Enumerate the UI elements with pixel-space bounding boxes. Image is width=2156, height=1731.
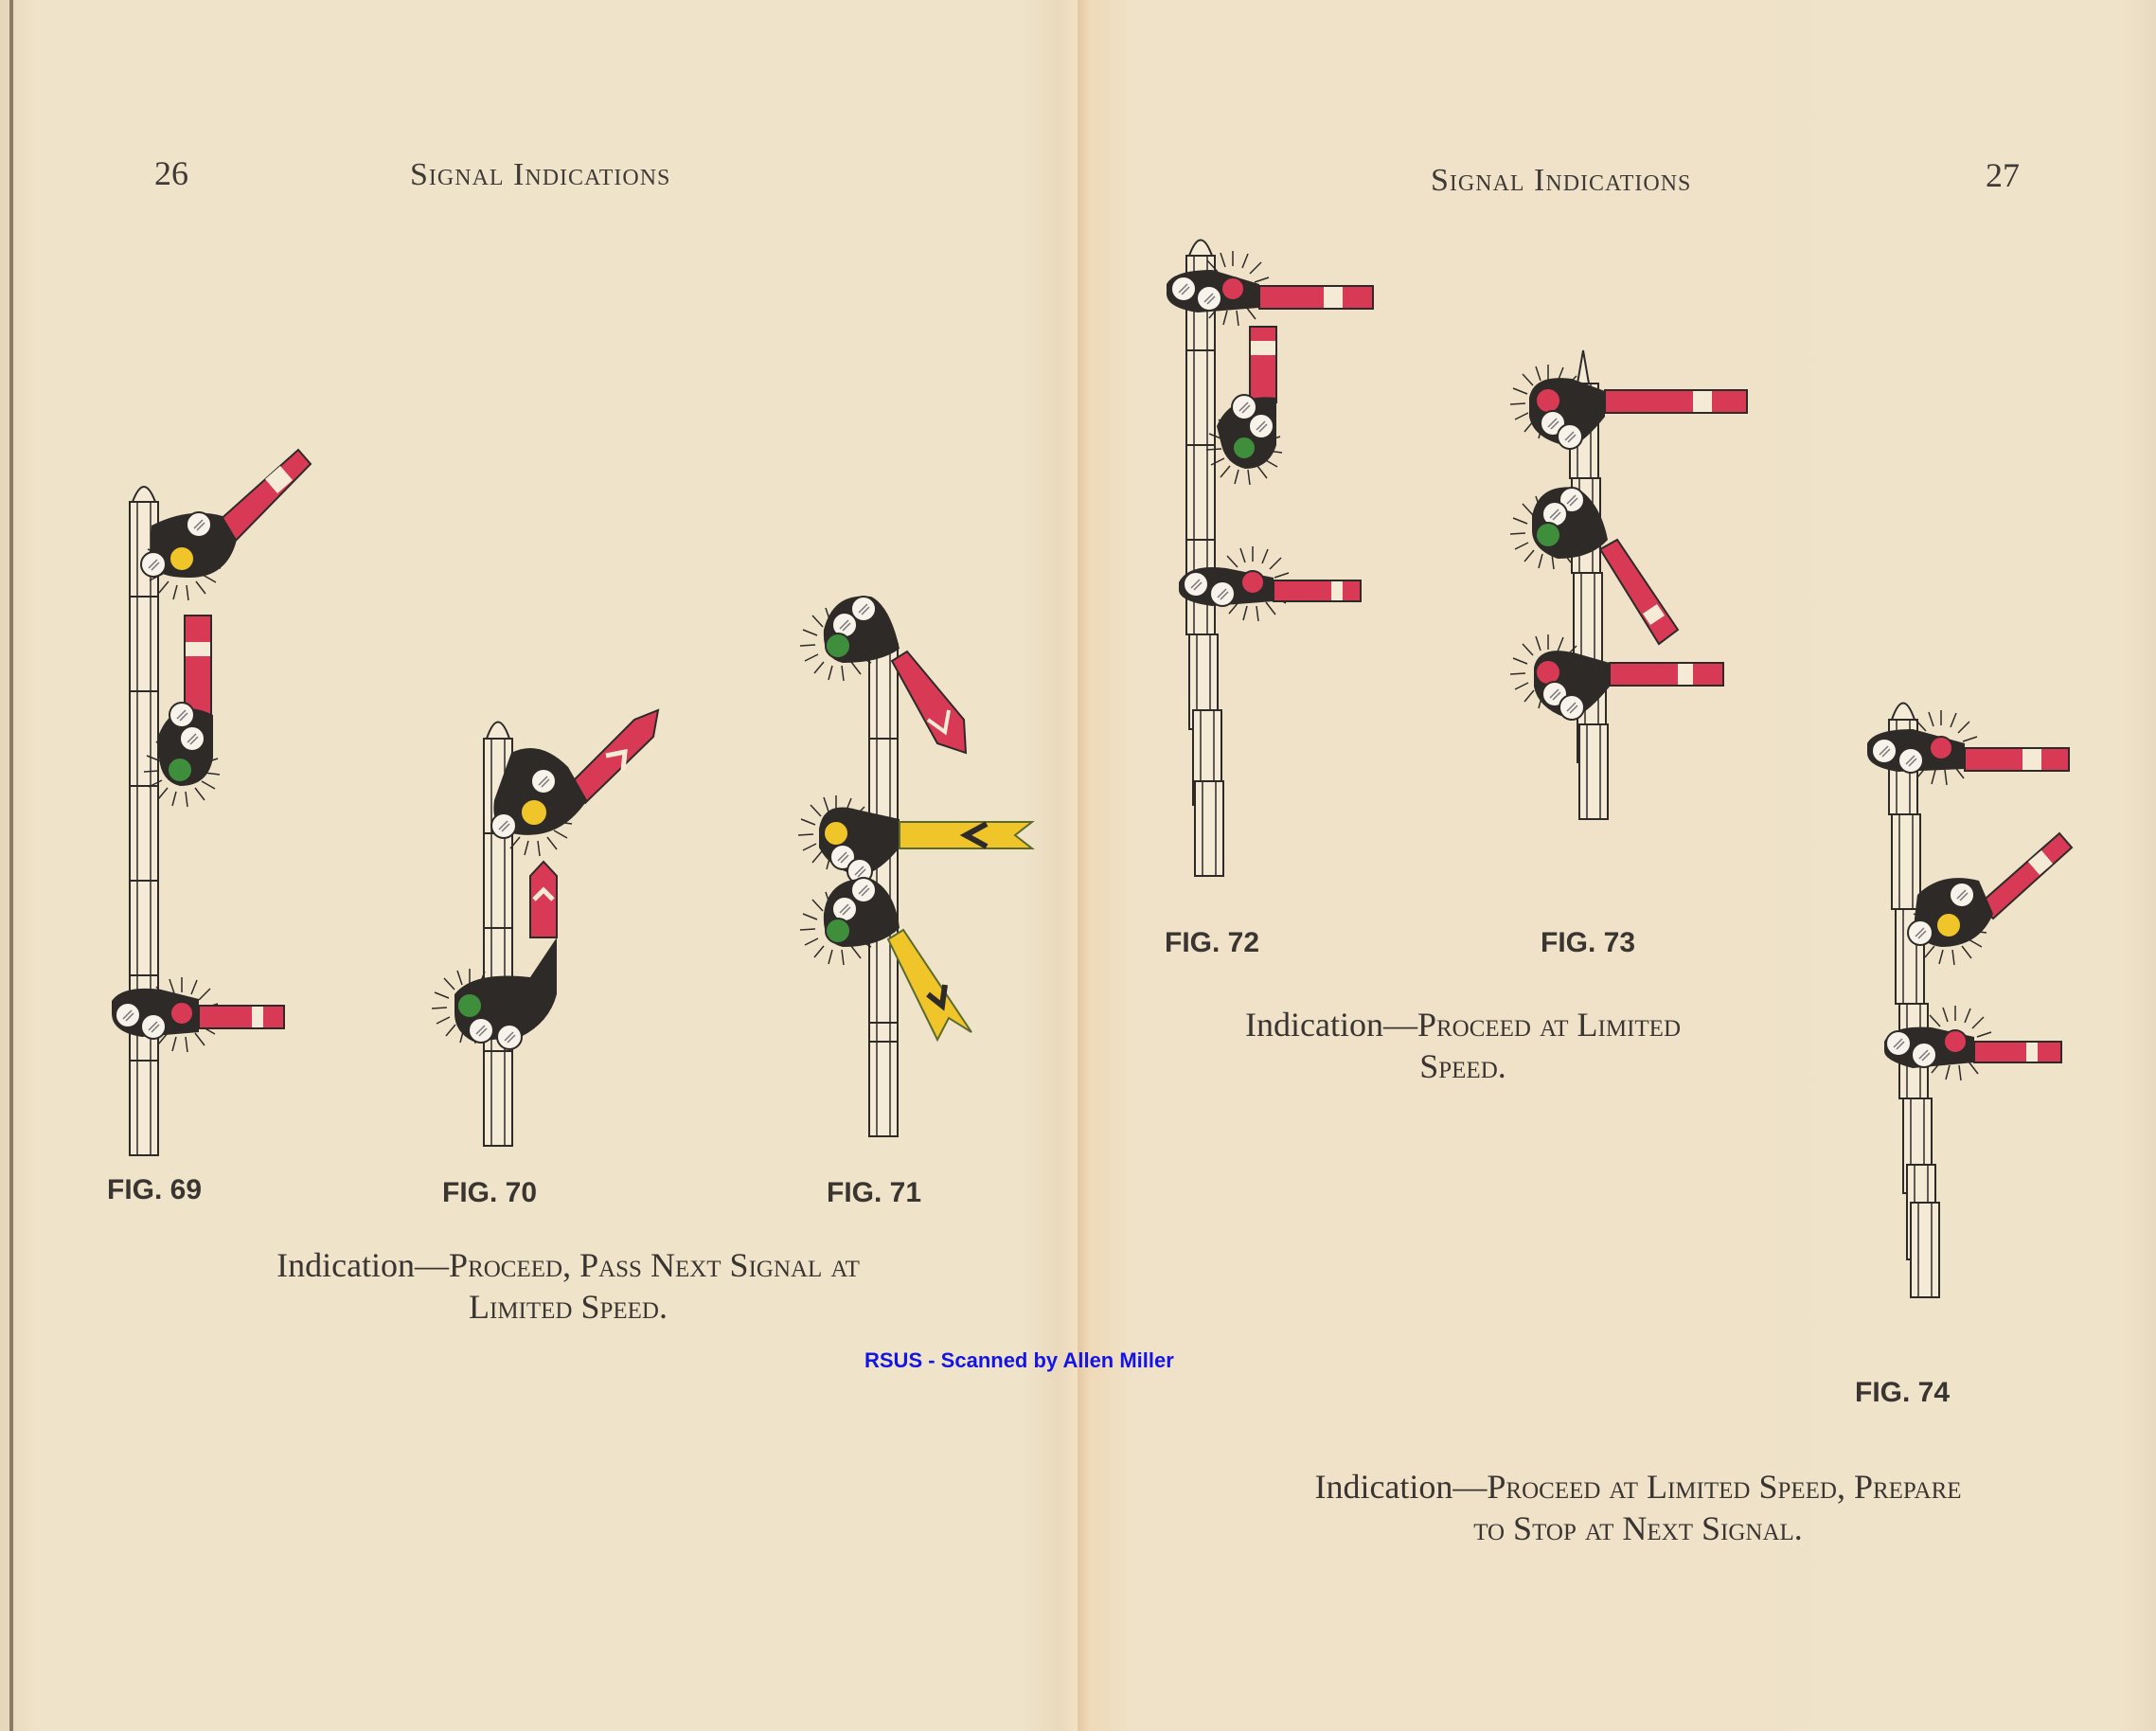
caption-right-1: Indication—Proceed at Limited Speed. <box>1245 1006 1681 1085</box>
running-head-right: Signal Indications <box>1431 163 1692 198</box>
figure-70-signal <box>431 708 660 1147</box>
figure-69-label: FIG. 69 <box>107 1174 203 1205</box>
figure-72-label: FIG. 72 <box>1165 927 1260 958</box>
page-number-right: 27 <box>1986 156 2020 194</box>
caption-left: Indication—Proceed, Pass Next Signal at … <box>276 1246 860 1326</box>
figure-74-signal <box>1867 702 2074 1298</box>
caption-right-2: Indication—Proceed at Limited Speed, Pre… <box>1314 1468 1962 1547</box>
figure-71-label: FIG. 71 <box>827 1177 922 1208</box>
figure-74-label: FIG. 74 <box>1855 1377 1951 1408</box>
figure-73-label: FIG. 73 <box>1541 927 1636 958</box>
figure-70-label: FIG. 70 <box>442 1177 538 1208</box>
running-head-left: Signal Indications <box>410 157 671 192</box>
scan-credit: RSUS - Scanned by Allen Miller <box>864 1348 1174 1372</box>
figure-73-signal <box>1509 349 1748 820</box>
figure-71-signal <box>797 596 1035 1137</box>
figure-69-signal <box>112 448 312 1156</box>
figure-72-signal <box>1167 239 1374 877</box>
page-number-left: 26 <box>154 154 188 192</box>
page-edge-lines <box>0 0 13 1731</box>
